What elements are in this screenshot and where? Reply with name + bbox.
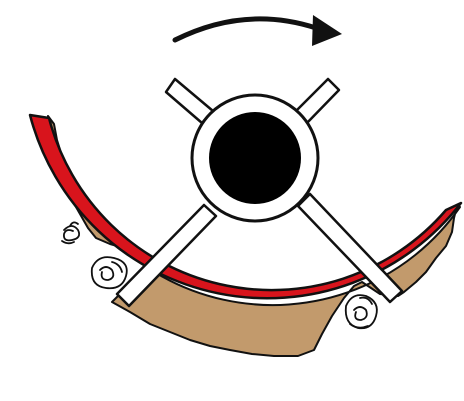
clump-scribble-left bbox=[62, 222, 79, 243]
clump-scribble-right bbox=[346, 295, 377, 328]
rotation-arrow-icon bbox=[175, 15, 342, 46]
clump-scribble-center bbox=[92, 257, 127, 288]
hub-icon bbox=[192, 95, 318, 221]
